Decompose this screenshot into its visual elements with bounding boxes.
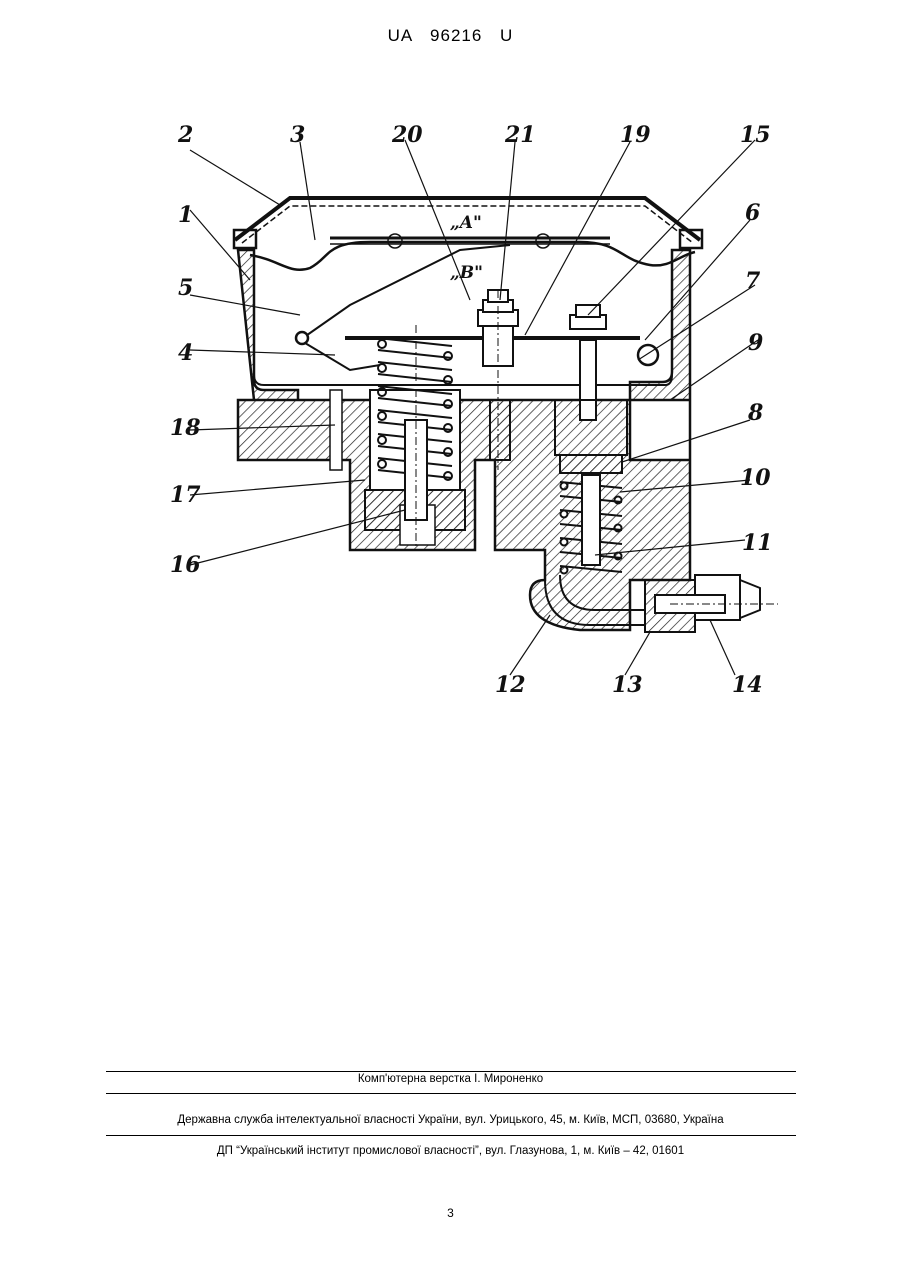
part-label-16: 16 xyxy=(170,552,201,578)
part-label-5: 5 xyxy=(178,275,193,301)
part-label-14: 14 xyxy=(732,672,763,698)
part-label-4: 4 xyxy=(178,340,193,366)
part-label-15: 15 xyxy=(740,122,771,148)
footer-agency: Державна служба інтелектуальної власност… xyxy=(0,1114,901,1126)
part-label-19: 19 xyxy=(620,122,651,148)
part-label-21: 21 xyxy=(504,122,536,148)
footer-rule-middle xyxy=(106,1093,796,1094)
zone-label-b: „B" xyxy=(450,263,483,283)
part-label-13: 13 xyxy=(612,672,643,698)
footer-rule-bottom xyxy=(106,1135,796,1136)
part-label-11: 11 xyxy=(742,530,773,556)
part-label-20: 20 xyxy=(391,122,423,148)
patent-number-header: UA 96216 U xyxy=(0,26,901,46)
housing-body xyxy=(238,250,690,630)
part-label-2: 2 xyxy=(177,122,193,148)
part-label-12: 12 xyxy=(495,672,526,698)
page-number: 3 xyxy=(0,1206,901,1220)
footer-publisher: ДП “Український інститут промислової вла… xyxy=(0,1145,901,1157)
footer-layout-credit: Комп'ютерна верстка І. Мироненко xyxy=(0,1073,901,1085)
patent-drawing: „A" „B" 2 3 20 21 19 15 1 6 7 5 9 4 8 18… xyxy=(150,110,790,710)
part-label-6: 6 xyxy=(745,200,760,226)
part-label-7: 7 xyxy=(745,268,761,294)
part-label-18: 18 xyxy=(170,415,201,441)
part-label-3: 3 xyxy=(290,122,305,148)
part-label-10: 10 xyxy=(740,465,771,491)
part-label-8: 8 xyxy=(747,400,763,426)
footer-rule-top xyxy=(106,1071,796,1072)
part-label-1: 1 xyxy=(178,202,193,228)
part-label-9: 9 xyxy=(748,330,763,356)
zone-label-a: „A" xyxy=(450,213,482,233)
part-label-17: 17 xyxy=(170,482,201,508)
